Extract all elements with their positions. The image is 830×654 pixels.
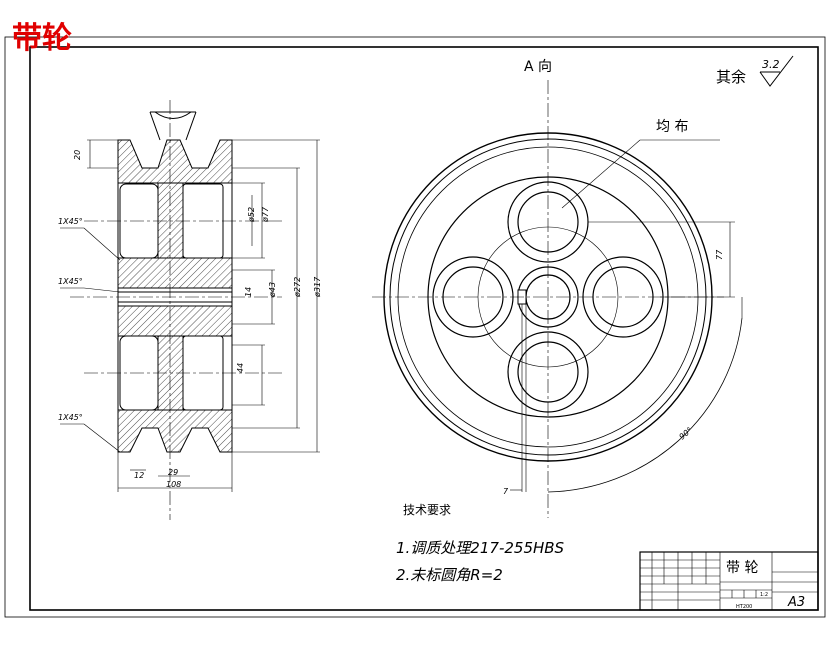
- dim-dia-52: ø52: [247, 207, 256, 223]
- dim-chamfer-3: 1X45°: [58, 413, 83, 422]
- web-top-hatch: [157, 182, 184, 259]
- dim-dia-272: ø272: [293, 277, 302, 298]
- dim-key-14: 14: [244, 287, 253, 297]
- rim-top-hatch: [117, 139, 233, 184]
- dim-dia-43: ø43: [268, 282, 277, 298]
- scale: 1:2: [760, 592, 768, 598]
- dim-dia-317: ø317: [313, 276, 322, 298]
- outer-border: [4, 36, 826, 618]
- inner-border: [29, 46, 819, 611]
- technical-requirements: 技术要求 1.调质处理217-255HBS 2.未标圆角R=2: [396, 503, 565, 584]
- tech-req-item-1: 1.调质处理217-255HBS: [396, 539, 565, 557]
- front-dimensions: [510, 139, 743, 493]
- dim-side-77: 77: [715, 249, 724, 260]
- title-block: [639, 551, 819, 611]
- dim-keyway-7: 7: [503, 487, 509, 496]
- roughness-prefix: 其余: [716, 68, 746, 86]
- dim-width-12: 12: [134, 471, 144, 480]
- dim-width-29: 29: [168, 468, 178, 477]
- dim-chamfer-2: 1X45°: [58, 277, 83, 286]
- dim-44: 44: [236, 363, 245, 373]
- hub-bottom-hatch: [117, 305, 233, 337]
- section-view: [117, 111, 233, 453]
- dim-dia-77: ø77: [261, 206, 270, 223]
- tech-req-heading: 技术要求: [403, 503, 451, 517]
- view-label: A 向: [524, 59, 552, 75]
- tech-req-item-2: 2.未标圆角R=2: [396, 566, 503, 584]
- roughness-value: 3.2: [762, 58, 780, 71]
- rim-bottom-hatch: [117, 409, 233, 453]
- material: HT200: [736, 604, 752, 610]
- hub-top-hatch: [117, 257, 233, 289]
- roughness-block: 其余 3.2: [716, 55, 794, 87]
- section-center-lines: [70, 100, 282, 520]
- dim-chamfer-1: 1X45°: [58, 217, 83, 226]
- dim-width-108: 108: [166, 480, 181, 489]
- roughness-symbol-icon: [759, 55, 794, 87]
- part-name: 带 轮: [726, 560, 758, 576]
- section-dimensions: [60, 139, 320, 492]
- sheet-size: A3: [787, 595, 805, 610]
- distribution-label: 均 布: [656, 119, 688, 135]
- dim-groove-depth: 20: [73, 150, 82, 160]
- drawing-title: 带轮: [12, 21, 72, 56]
- front-center-lines: [372, 80, 724, 518]
